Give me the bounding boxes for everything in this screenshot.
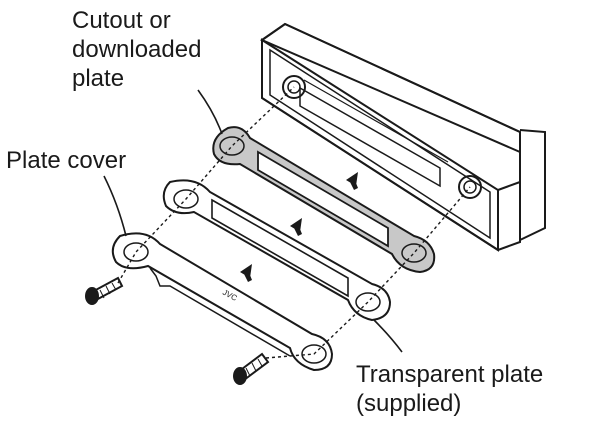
stereo-unit xyxy=(259,22,546,252)
arrow-icon xyxy=(346,172,358,190)
unit-screw-top xyxy=(282,75,306,99)
transparent-plate-label: Transparent plate (supplied) xyxy=(356,361,544,417)
cutout-plate xyxy=(212,126,436,274)
screw-left xyxy=(85,276,124,305)
arrow-icon xyxy=(240,264,252,282)
plate-cover-label: Plate cover xyxy=(6,147,127,174)
arrow-icon xyxy=(290,218,302,236)
transparent-plate xyxy=(162,179,392,322)
alignment-lines xyxy=(117,86,471,359)
cutout-plate-label: Cutout or downloaded plate xyxy=(72,7,202,92)
screw-bottom xyxy=(233,352,270,385)
plate-cover: JVC xyxy=(111,232,334,372)
leader-lines xyxy=(103,89,403,353)
unit-screw-bottom xyxy=(458,175,482,199)
